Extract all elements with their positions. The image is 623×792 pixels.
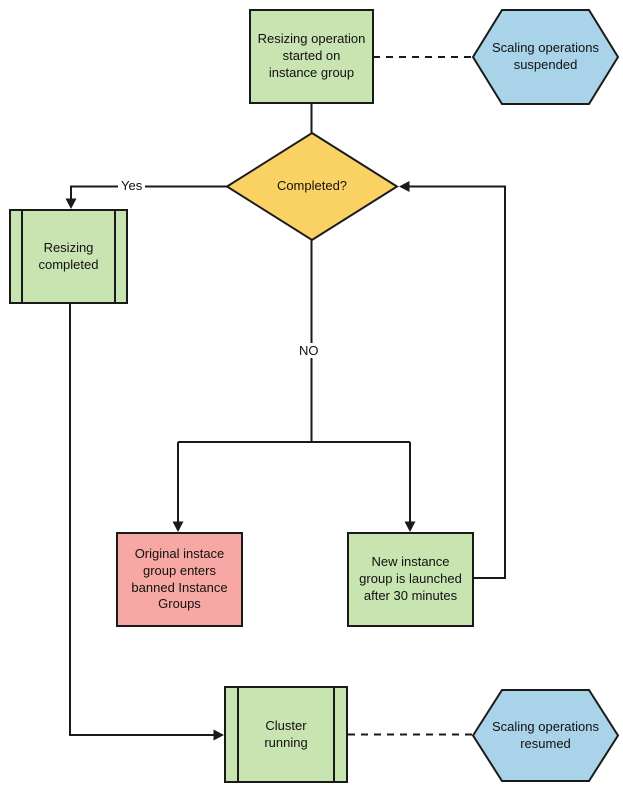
edge-resizing-to-cluster — [69, 303, 215, 736]
edge-newgroup-to-decision — [409, 185, 506, 579]
new-group-shape — [347, 532, 474, 627]
arrowhead-into-new-group — [404, 521, 416, 532]
edge-decision-yes — [70, 185, 227, 200]
resizing-completed-side-bars — [21, 210, 116, 303]
arrowhead-into-banned-group — [172, 521, 184, 532]
edge-decision-no — [177, 240, 411, 523]
decision-diamond — [225, 131, 399, 242]
resizing-completed-shape — [9, 209, 128, 304]
arrowhead-into-cluster-running — [213, 729, 224, 741]
scaling-suspended-hexagon — [471, 9, 620, 105]
start-node-shape — [249, 9, 374, 104]
banned-group-shape — [116, 532, 243, 627]
arrowhead-into-decision — [399, 181, 410, 192]
arrowhead-into-resizing-completed — [65, 198, 77, 209]
cluster-running-shape — [224, 686, 348, 783]
scaling-resumed-hexagon — [471, 689, 620, 782]
cluster-running-side-bars — [237, 687, 335, 782]
